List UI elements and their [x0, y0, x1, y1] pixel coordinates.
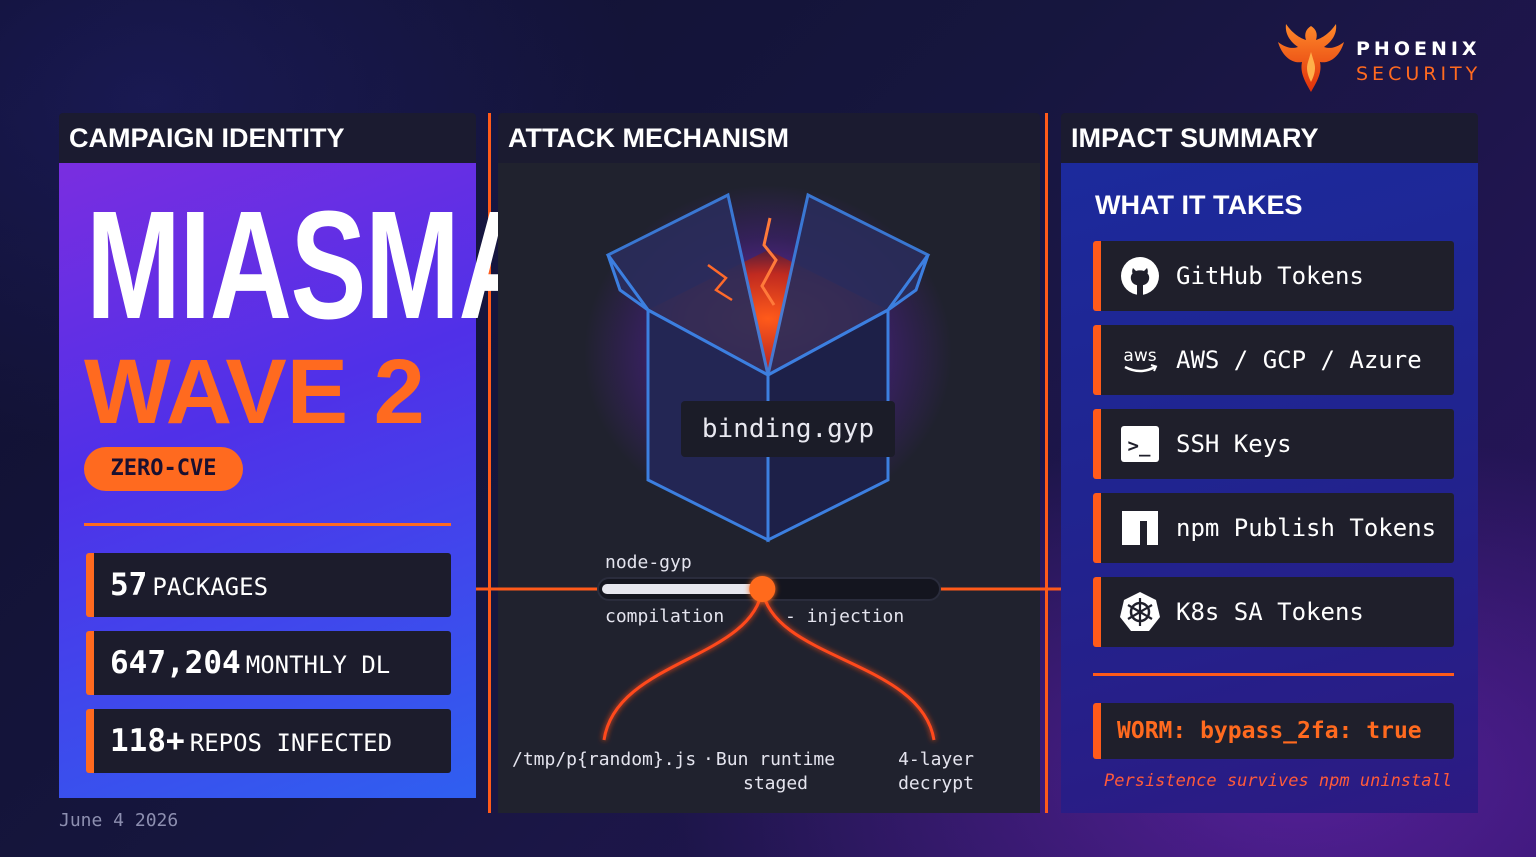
impact-summary-heading: IMPACT SUMMARY	[1061, 113, 1478, 163]
stat-value: 118+	[110, 723, 185, 759]
impact-divider	[1093, 673, 1454, 676]
take-ssh-keys: >_ SSH Keys	[1093, 409, 1454, 479]
timeline-right-label: - injection	[785, 606, 905, 627]
open-box-icon	[605, 192, 931, 543]
branch-center-label-line2: staged	[742, 773, 809, 794]
phoenix-security-logo: PHOENIX SECURITY	[1276, 22, 1506, 94]
branch-left-path	[602, 588, 764, 741]
take-github-tokens: GitHub Tokens	[1093, 241, 1454, 311]
kubernetes-icon	[1120, 592, 1160, 631]
branch-separator: ·	[703, 749, 714, 770]
timeline-fill	[602, 584, 763, 594]
phoenix-logo-icon	[1278, 24, 1344, 92]
take-label: SSH Keys	[1176, 430, 1292, 458]
timeline-knob	[749, 576, 776, 602]
aws-icon-text: aws	[1123, 346, 1156, 366]
branch-left-label: /tmp/p{random}.js	[512, 749, 697, 770]
branch-right-path	[760, 588, 936, 741]
aws-icon: aws	[1123, 346, 1158, 373]
what-it-takes-title: WHAT IT TAKES	[1095, 190, 1303, 220]
take-label: K8s SA Tokens	[1176, 598, 1364, 626]
branch-right-label-line2: decrypt	[898, 773, 974, 794]
worm-bypass-2fa-box: WORM: bypass_2fa: true	[1093, 703, 1454, 759]
stat-label: REPOS INFECTED	[189, 729, 393, 757]
identity-divider	[84, 523, 451, 526]
brand-name-line2: SECURITY	[1356, 63, 1482, 85]
binding-gyp-label: binding.gyp	[681, 401, 895, 457]
timeline-top-label: node-gyp	[605, 552, 692, 573]
terminal-icon: >_	[1121, 426, 1159, 462]
timeline-left-label: compilation	[605, 606, 725, 627]
take-label: npm Publish Tokens	[1176, 514, 1437, 542]
stat-monthly-downloads: 647,204 MONTHLY DL	[86, 631, 451, 695]
take-label: GitHub Tokens	[1176, 262, 1364, 290]
stat-packages: 57 PACKAGES	[86, 553, 451, 617]
campaign-identity-heading: CAMPAIGN IDENTITY	[59, 113, 476, 163]
stat-label: PACKAGES	[152, 573, 269, 601]
take-npm-tokens: npm Publish Tokens	[1093, 493, 1454, 563]
campaign-title: MIASMA	[86, 179, 541, 351]
stat-value: 647,204	[110, 645, 241, 681]
github-icon	[1121, 257, 1159, 295]
publish-date: June 4 2026	[59, 810, 179, 831]
column-divider	[488, 113, 491, 813]
branch-center-label-line1: Bun runtime	[715, 749, 836, 770]
take-label: AWS / GCP / Azure	[1176, 346, 1422, 374]
terminal-icon-text: >_	[1128, 435, 1151, 457]
stat-value: 57	[110, 567, 148, 603]
branch-right-label-line1: 4-layer	[898, 749, 974, 770]
take-k8s-tokens: K8s SA Tokens	[1093, 577, 1454, 647]
campaign-subtitle: WAVE 2	[84, 341, 425, 443]
column-divider	[1045, 113, 1048, 813]
persistence-footnote: Persistence survives npm uninstall	[1104, 771, 1452, 791]
attack-mechanism-heading: ATTACK MECHANISM	[498, 113, 1040, 163]
stat-label: MONTHLY DL	[245, 651, 391, 679]
take-cloud-credentials: aws AWS / GCP / Azure	[1093, 325, 1454, 395]
zero-cve-badge: ZERO-CVE	[84, 447, 243, 491]
npm-icon	[1122, 511, 1158, 545]
injection-timeline	[476, 576, 1061, 741]
brand-name-line1: PHOENIX	[1356, 38, 1481, 60]
stat-repos-infected: 118+ REPOS INFECTED	[86, 709, 451, 773]
